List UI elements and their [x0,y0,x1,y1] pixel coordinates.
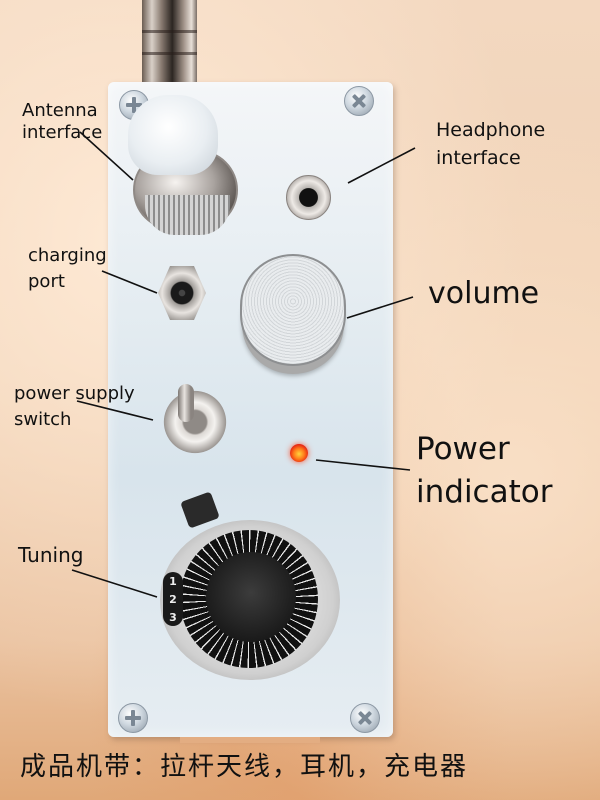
screw-top-right-icon [344,86,374,116]
antenna-connector-knurl [145,195,230,235]
tuning-turn-counter: 1 2 3 [163,572,183,626]
panel-notch [180,737,320,743]
power-switch-nut [163,390,227,454]
label-power-indicator: Power indicator [416,431,553,510]
turn-number: 2 [169,592,177,606]
power-indicator-led [290,444,308,462]
volume-knob [240,254,346,366]
turn-number: 1 [169,574,177,588]
turn-number: 3 [169,610,177,624]
label-antenna-interface: Antenna interface [22,100,103,143]
caption-text: 成品机带：拉杆天线，耳机，充电器 [20,752,469,782]
antenna-connector-insulator [128,95,218,175]
label-power-supply-switch: power supply switch [14,383,135,431]
label-volume: volume [428,276,540,311]
tuning-dial-knob [206,552,296,642]
headphone-jack [286,175,331,220]
label-charging-port: charging port [28,245,107,293]
screw-bottom-left-icon [118,703,148,733]
screw-bottom-right-icon [350,703,380,733]
label-headphone-interface: Headphone interface [436,119,546,169]
power-switch-lever [178,384,194,422]
charging-port [158,266,206,320]
label-tuning: Tuning [18,543,84,567]
